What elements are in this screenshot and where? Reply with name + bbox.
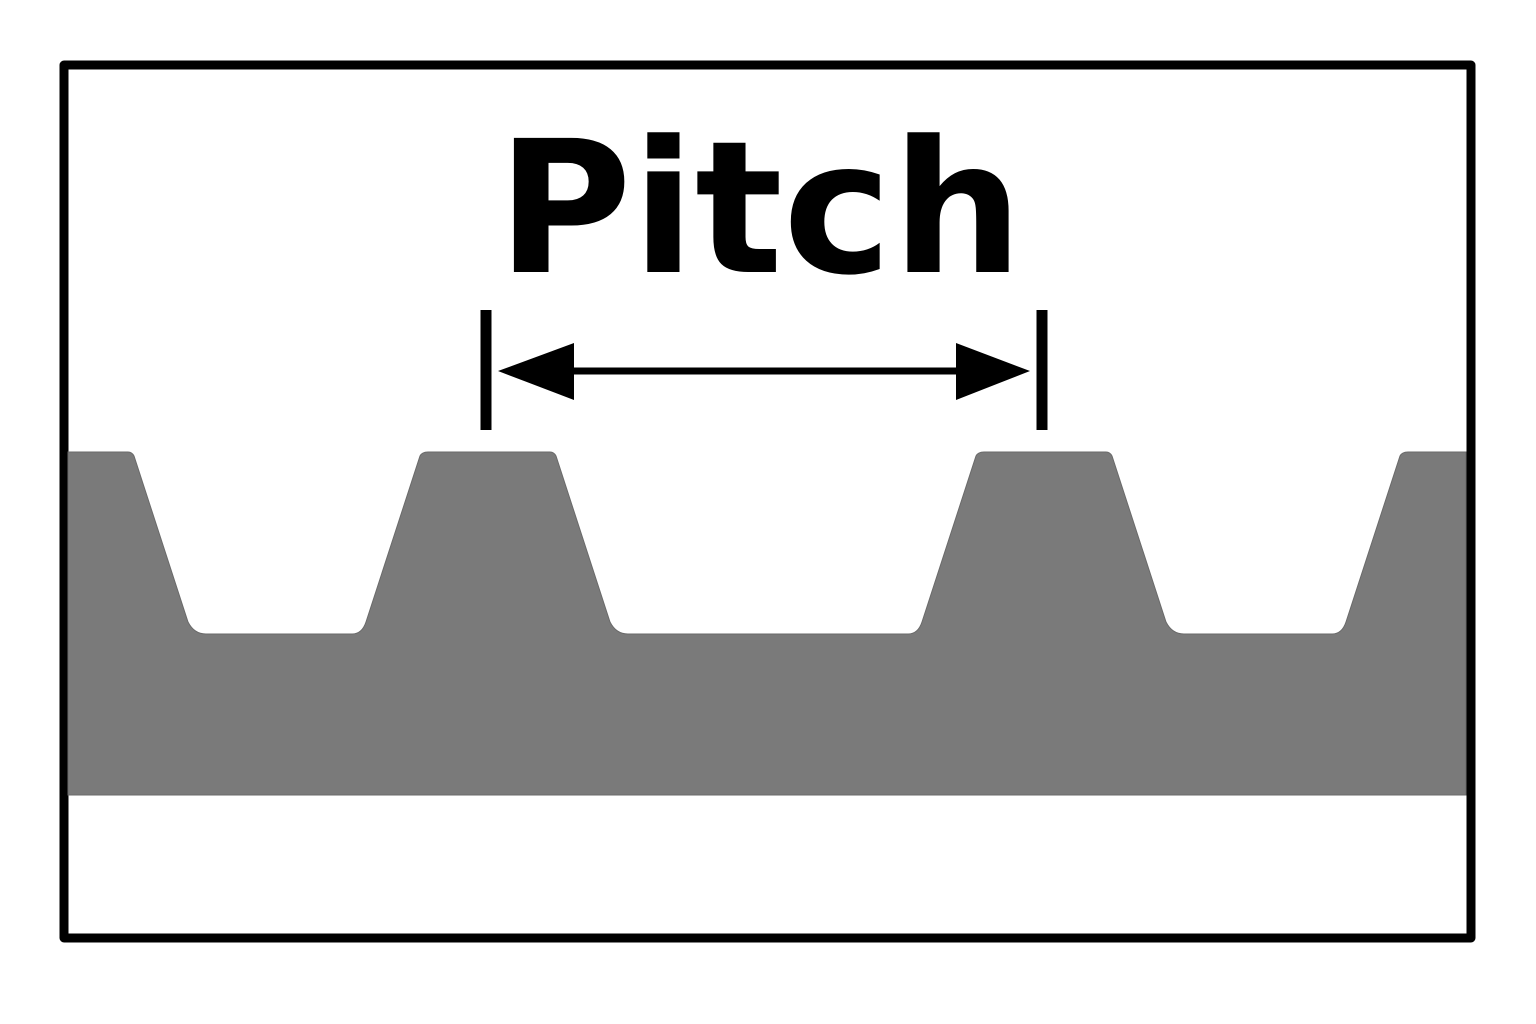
right-arrowhead-icon — [956, 343, 1030, 400]
left-arrowhead-icon — [498, 343, 574, 400]
pitch-label: Pitch — [497, 102, 1023, 316]
toothed-belt-profile — [67, 451, 1467, 796]
